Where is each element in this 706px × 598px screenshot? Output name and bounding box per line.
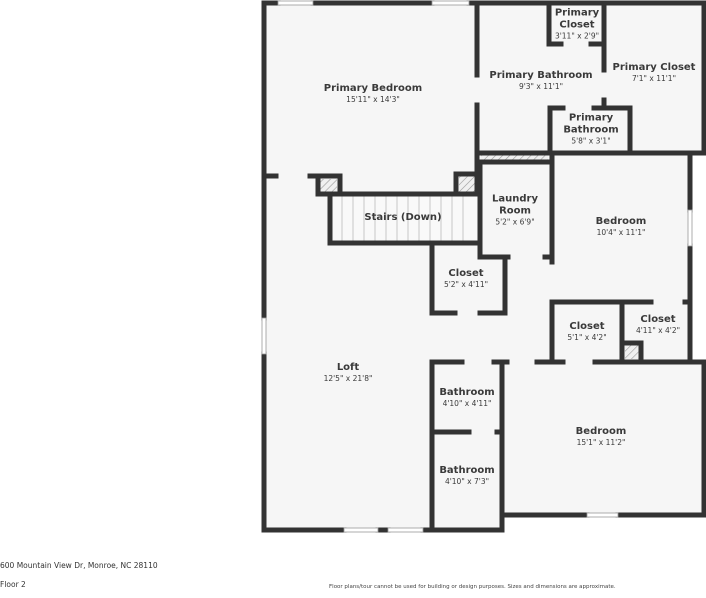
room-name: Bedroom	[595, 216, 647, 228]
room-dimensions: 5'8" x 3'1"	[571, 135, 611, 145]
chase-hatch	[625, 343, 639, 359]
chase-hatch	[459, 176, 475, 192]
floor-plan-drawing	[261, 0, 706, 533]
room-name: Bedroom	[575, 426, 627, 438]
room-dimensions: 3'11" x 2'9"	[554, 30, 600, 40]
room-dimensions: 15'1" x 11'2"	[576, 437, 626, 447]
room-bedroom-1: Bedroom 10'4" x 11'1"	[596, 216, 647, 238]
floor-plan: Primary Bedroom 15'11" x 14'3" Primary C…	[261, 0, 706, 533]
room-closet-2: Closet 5'1" x 4'2"	[567, 321, 606, 343]
room-dimensions: 9'3" x 11'1"	[518, 81, 564, 91]
room-dimensions: 12'5" x 21'8"	[323, 373, 373, 383]
floor-label: Floor 2	[0, 580, 26, 589]
disclaimer: Floor plans/tour cannot be used for buil…	[329, 584, 616, 590]
chase-hatch	[320, 179, 337, 194]
room-primary-bathroom-small: Primary Bathroom 5'8" x 3'1"	[556, 112, 626, 145]
room-name: Closet	[448, 268, 484, 280]
room-dimensions: 4'10" x 7'3"	[444, 476, 490, 486]
room-stairs: Stairs (Down)	[364, 212, 441, 224]
room-name: Stairs (Down)	[364, 212, 442, 224]
room-name: Bathroom	[439, 387, 495, 399]
room-laundry-room: Laundry Room 5'2" x 6'9"	[490, 193, 540, 226]
room-primary-closet-small: Primary Closet 3'11" x 2'9"	[553, 7, 601, 40]
room-name: Primary Closet	[554, 7, 600, 31]
room-name: Closet	[640, 314, 676, 326]
room-name: Closet	[569, 321, 605, 333]
room-closet-loft: Closet 5'2" x 4'11"	[444, 268, 488, 290]
room-primary-closet-large: Primary Closet 7'1" x 11'1"	[613, 62, 696, 84]
property-address: 600 Mountain View Dr, Monroe, NC 28110	[0, 561, 158, 570]
room-dimensions: 15'11" x 14'3"	[346, 94, 400, 104]
room-dimensions: 5'2" x 4'11"	[443, 279, 489, 289]
room-dimensions: 4'10" x 4'11"	[442, 398, 492, 408]
room-loft: Loft 12'5" x 21'8"	[324, 362, 373, 384]
room-name: Primary Bathroom	[563, 112, 619, 136]
room-dimensions: 5'2" x 6'9"	[495, 216, 535, 226]
room-bathroom-2: Bathroom 4'10" x 7'3"	[439, 465, 494, 487]
room-name: Primary Bedroom	[323, 83, 423, 95]
room-bathroom-1: Bathroom 4'10" x 4'11"	[439, 387, 494, 409]
room-bedroom-2: Bedroom 15'1" x 11'2"	[576, 426, 627, 448]
room-name: Bathroom	[439, 465, 495, 477]
room-primary-bathroom: Primary Bathroom 9'3" x 11'1"	[489, 70, 592, 92]
room-dimensions: 4'11" x 4'2"	[635, 325, 681, 335]
room-name: Primary Bathroom	[489, 70, 593, 82]
room-name: Loft	[336, 362, 360, 374]
room-name: Laundry Room	[492, 193, 538, 217]
room-dimensions: 5'1" x 4'2"	[567, 332, 607, 342]
room-closet-3: Closet 4'11" x 4'2"	[636, 314, 680, 336]
chase-hatch	[481, 154, 548, 161]
room-primary-bedroom: Primary Bedroom 15'11" x 14'3"	[324, 83, 422, 105]
room-dimensions: 10'4" x 11'1"	[596, 227, 646, 237]
room-name: Primary Closet	[612, 62, 696, 74]
room-dimensions: 7'1" x 11'1"	[631, 73, 677, 83]
